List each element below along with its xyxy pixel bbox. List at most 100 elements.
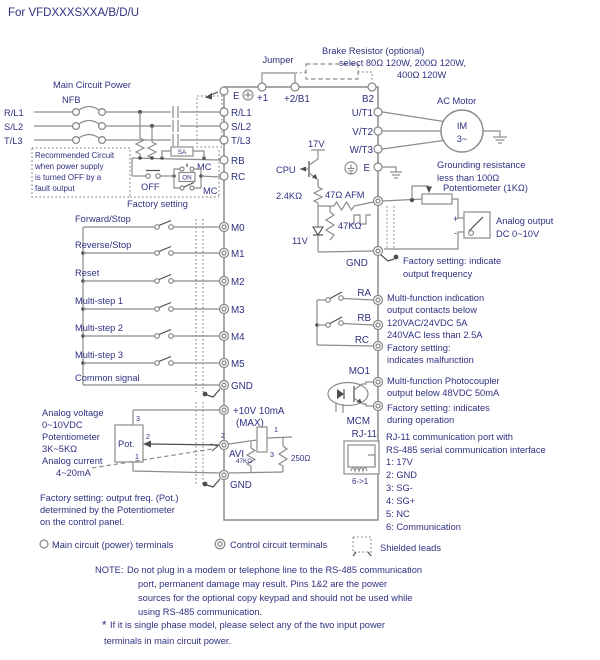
relay-desc-1: Multi-function indication xyxy=(387,293,484,303)
input-label-reset: Reset xyxy=(75,268,100,278)
pot-box-label: Pot. xyxy=(118,439,135,449)
phase-t-label: T/L3 xyxy=(4,136,23,146)
rj11-desc-6: 4: SG+ xyxy=(386,496,415,506)
analog-current-label-1: Analog current xyxy=(42,456,103,466)
analog-pot-label-1: Potentiometer xyxy=(42,432,100,442)
terminal-wt3-label: W/T3 xyxy=(350,145,374,156)
sa-label: SA xyxy=(178,149,187,156)
input-row-m2: Reset M2 xyxy=(75,268,245,288)
input-label-common-signal: Common signal xyxy=(75,373,140,383)
analog-pot-label-2: 3K~5KΩ xyxy=(42,444,77,454)
off-button-label: OFF xyxy=(141,182,160,192)
rj11-desc-2: RS-485 serial communication interface xyxy=(386,445,546,455)
brake-resistor-label: Brake Resistor (optional) xyxy=(322,46,424,56)
mc-lower-label: MC xyxy=(203,186,218,196)
mc-upper-label: MC xyxy=(197,162,212,172)
rj11-desc-8: 6: Communication xyxy=(386,522,461,532)
legend-control-terminal-icon xyxy=(214,538,226,550)
relay-output-section: RA RB RC Multi-function indication outpu… xyxy=(315,288,484,365)
rj11-desc-4: 2: GND xyxy=(386,470,417,480)
avi-250-label: 250Ω xyxy=(291,454,310,463)
terminal-rc-label: RC xyxy=(231,172,245,183)
relay-desc-2: output contacts below xyxy=(387,305,477,315)
terminal-mcm-label: MCM xyxy=(347,416,370,427)
zener-11v-label: 11V xyxy=(292,236,309,246)
note-line-4: using RS-485 communication. xyxy=(138,607,262,617)
input-row-m3: Multi-step 1 M3 xyxy=(75,296,245,316)
meter-icon xyxy=(463,211,491,239)
analog-voltage-label-1: Analog voltage xyxy=(42,408,104,418)
earth-plus-icon xyxy=(242,89,254,101)
main-power-section: Main Circuit Power NFB R/L1 S/L2 T/L3 xyxy=(4,80,223,209)
legend: Main circuit (power) terminals Control c… xyxy=(39,536,441,557)
terminal-tl3-label: T/L3 xyxy=(231,136,251,147)
photo-desc-4: during operation xyxy=(387,415,454,425)
brake-resistor-spec-2: 400Ω 120W xyxy=(397,70,447,80)
input-row-m4: Multi-step 2 M4 xyxy=(75,323,245,343)
grounding-note-1: Grounding resistance xyxy=(437,160,525,170)
relay-desc-4: 240VAC less than 2.5A xyxy=(387,330,483,340)
nfb-label: NFB xyxy=(62,95,81,105)
rj11-pins-label: 6->1 xyxy=(352,477,369,486)
analog-voltage-label-2: 0~10VDC xyxy=(42,420,83,430)
cpu-arrow-icon xyxy=(300,166,306,172)
motor-phase-label: 3~ xyxy=(457,134,468,144)
brake-resistor-section: Jumper Brake Resistor (optional) select … xyxy=(261,46,466,83)
notes-section: NOTE: Do not plug in a modem or telephon… xyxy=(95,565,422,646)
input-label-reverse-stop: Reverse/Stop xyxy=(75,240,131,250)
pot-pin1-label: 1 xyxy=(135,452,139,461)
terminal-vt2-label: V/T2 xyxy=(352,127,373,138)
shield-to-e-arrow-icon xyxy=(205,91,219,100)
recommended-note-1: Recommended Circuit xyxy=(35,151,115,160)
note-line-2: port, permanent damage may result. Pins … xyxy=(138,579,387,589)
input-label-multistep-1: Multi-step 1 xyxy=(75,296,123,306)
mc-control-circuit: SA MC ON OFF MC xyxy=(131,110,220,196)
pot-pin2-label: 2 xyxy=(146,432,150,441)
footnote-star: * xyxy=(102,620,107,632)
pwm-wave-icon xyxy=(349,214,371,225)
optocoupler-icon xyxy=(327,381,369,413)
photocoupler-section: MO1 MCM Multi-function Photocoupler outp… xyxy=(327,366,500,427)
motor-section: AC Motor IM 3~ U/T1 V/T2 W/T3 E xyxy=(344,96,525,183)
rj11-desc-3: 1: 17V xyxy=(386,457,414,467)
motor-im-label: IM xyxy=(457,121,467,131)
terminal-mo1-label: MO1 xyxy=(349,366,370,377)
digital-inputs-section: Forward/Stop M0 Reverse/Stop M1 Reset M2… xyxy=(75,214,253,398)
analog-output-label-2: DC 0~10V xyxy=(496,229,540,239)
input-label-multistep-3: Multi-step 3 xyxy=(75,350,123,360)
photo-desc-3: Factory setting: indicates xyxy=(387,403,490,413)
cpu-label: CPU xyxy=(276,165,296,175)
analog-factory-note-3: on the control panel. xyxy=(40,517,124,527)
terminal-e-right-label: E xyxy=(363,163,370,174)
phase-r-label: R/L1 xyxy=(4,108,24,118)
note-line-1: Do not plug in a modem or telephone line… xyxy=(127,565,422,575)
afm-factory-note-2: output frequency xyxy=(403,269,473,279)
input-label-multistep-2: Multi-step 2 xyxy=(75,323,123,333)
avi-internal-network: 1 47KΩ 3 250Ω xyxy=(228,425,310,474)
terminal-rl1-label: R/L1 xyxy=(231,108,252,119)
resistor-2k4-label: 2.4KΩ xyxy=(276,191,302,201)
legend-control-label: Control circuit terminals xyxy=(230,540,327,550)
terminal-m1-label: M1 xyxy=(231,249,245,260)
resistor-2k4-icon xyxy=(312,186,324,204)
rj11-desc-7: 5: NC xyxy=(386,509,410,519)
terminal-plus1-label: +1 xyxy=(257,93,268,104)
resistor-47k-icon xyxy=(324,211,336,241)
motor-circle-icon xyxy=(440,109,484,153)
resistor-47-icon xyxy=(333,200,355,212)
terminal-m4-label: M4 xyxy=(231,332,245,343)
photo-desc-1: Multi-function Photocoupler xyxy=(387,376,500,386)
avi-pin3-label: 3 xyxy=(270,450,274,459)
left-terminal-labels: R/L1 S/L2 T/L3 RB RC xyxy=(231,108,252,183)
e-ground-icon xyxy=(382,166,402,179)
avi-47k-label: 47KΩ xyxy=(236,458,252,465)
relay-desc-5: Factory setting: xyxy=(387,343,451,353)
terminal-gnd-digital-label: GND xyxy=(231,381,253,392)
terminal-ra-label: RA xyxy=(357,288,371,299)
cpu-afm-circuit: 17V CPU 2.4KΩ 47Ω AFM 47KΩ xyxy=(276,139,374,269)
brake-resistor-spec-1: select 80Ω 120W, 200Ω 120W, xyxy=(339,58,466,68)
grounding-note-2: less than 100Ω xyxy=(437,173,499,183)
input-label-forward-stop: Forward/Stop xyxy=(75,214,131,224)
terminal-gnd-analog-label: GND xyxy=(230,480,252,491)
